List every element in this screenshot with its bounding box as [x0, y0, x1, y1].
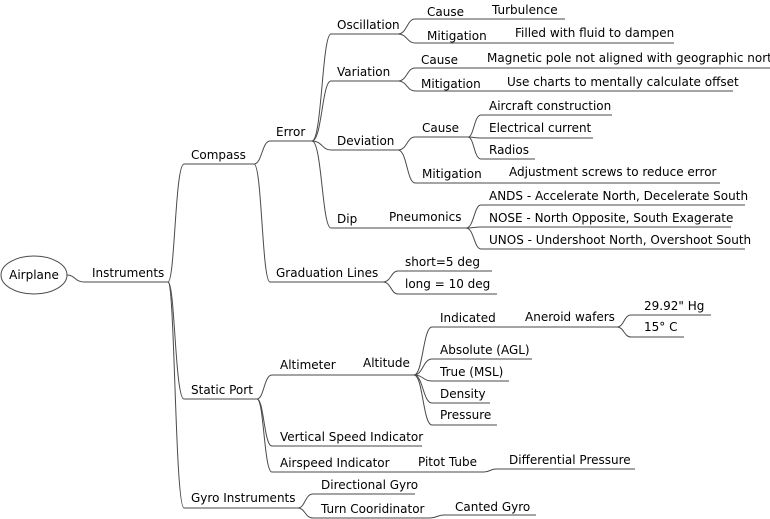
node-short-deg[interactable]: short=5 deg: [405, 255, 480, 269]
node-instruments[interactable]: Instruments: [92, 266, 164, 280]
node-turbulence[interactable]: Turbulence: [491, 3, 558, 17]
connector: [382, 281, 399, 295]
node-canted-gyro[interactable]: Canted Gyro: [455, 500, 530, 514]
connector: [297, 507, 314, 519]
node-aircraft-construction[interactable]: Aircraft construction: [489, 99, 611, 113]
node-altimeter[interactable]: Altimeter: [280, 358, 336, 372]
node-oscillation-mitigation[interactable]: Mitigation: [427, 29, 487, 43]
connector: [311, 140, 332, 229]
connector: [413, 374, 433, 426]
node-radios[interactable]: Radios: [489, 143, 529, 157]
node-aneroid-wafers[interactable]: Aneroid wafers: [525, 310, 615, 324]
connector: [616, 326, 632, 338]
connector: [413, 326, 433, 376]
node-indicated[interactable]: Indicated: [440, 311, 496, 325]
node-electrical-current[interactable]: Electrical current: [489, 121, 592, 135]
node-compass[interactable]: Compass: [191, 148, 246, 162]
node-absolute-agl[interactable]: Absolute (AGL): [440, 343, 530, 357]
node-oscillation[interactable]: Oscillation: [337, 18, 400, 32]
connector: [397, 136, 416, 151]
node-pressure[interactable]: Pressure: [440, 408, 491, 422]
connector: [311, 33, 332, 142]
connector: [256, 398, 273, 473]
connector: [413, 358, 433, 376]
node-deviation-mitigation[interactable]: Mitigation: [422, 167, 482, 181]
connector: [397, 67, 416, 82]
node-pitot-tube[interactable]: Pitot Tube: [418, 455, 477, 469]
connector: [167, 281, 185, 509]
node-static-port[interactable]: Static Port: [191, 383, 253, 397]
node-variation[interactable]: Variation: [337, 65, 390, 79]
connector: [253, 140, 271, 165]
node-turn-coordinator[interactable]: Turn Cooridinator: [320, 502, 425, 516]
node-pneumonics[interactable]: Pneumonics: [389, 210, 461, 224]
connector: [397, 80, 416, 92]
node-ands[interactable]: ANDS - Accelerate North, Decelerate Sout…: [489, 189, 748, 203]
node-density[interactable]: Density: [440, 387, 486, 401]
node-use-charts[interactable]: Use charts to mentally calculate offset: [507, 75, 739, 89]
connector: [311, 80, 332, 142]
node-adjustment-screws[interactable]: Adjustment screws to reduce error: [509, 165, 717, 179]
connector: [397, 149, 416, 184]
node-long-deg[interactable]: long = 10 deg: [405, 277, 490, 291]
node-gyro-instruments[interactable]: Gyro Instruments: [191, 491, 296, 505]
node-oscillation-cause[interactable]: Cause: [427, 5, 464, 19]
node-true-msl[interactable]: True (MSL): [439, 365, 503, 379]
connector: [616, 314, 632, 328]
node-magnetic-pole[interactable]: Magnetic pole not aligned with geographi…: [487, 51, 770, 65]
node-variation-mitigation[interactable]: Mitigation: [421, 77, 481, 91]
connector: [467, 136, 482, 160]
node-airspeed-indicator[interactable]: Airspeed Indicator: [280, 456, 390, 470]
node-altitude[interactable]: Altitude: [363, 356, 410, 370]
node-29-92-hg[interactable]: 29.92" Hg: [644, 299, 704, 313]
node-deviation[interactable]: Deviation: [337, 134, 394, 148]
node-nose[interactable]: NOSE - North Opposite, South Exagerate: [489, 211, 733, 225]
node-error[interactable]: Error: [276, 125, 305, 139]
connector: [397, 33, 416, 44]
connector: [297, 493, 314, 509]
connector: [311, 140, 332, 151]
connector: [256, 374, 273, 400]
connector: [465, 204, 482, 229]
node-vertical-speed-indicator[interactable]: Vertical Speed Indicator: [280, 430, 423, 444]
node-dip[interactable]: Dip: [337, 212, 357, 226]
connector: [397, 18, 416, 35]
node-15-celsius[interactable]: 15° C: [644, 320, 677, 334]
connector: [429, 514, 445, 519]
connector: [483, 468, 497, 473]
node-unos[interactable]: UNOS - Undershoot North, Overshoot South: [489, 233, 751, 247]
node-differential-pressure[interactable]: Differential Pressure: [509, 453, 631, 467]
node-deviation-cause[interactable]: Cause: [422, 121, 459, 135]
node-variation-cause[interactable]: Cause: [421, 53, 458, 67]
connector: [66, 274, 85, 283]
connector: [467, 114, 482, 138]
connector: [382, 270, 399, 283]
node-airplane[interactable]: Airplane: [9, 268, 59, 282]
node-fluid-dampen[interactable]: Filled with fluid to dampen: [515, 26, 674, 40]
connector: [167, 163, 185, 283]
node-graduation-lines[interactable]: Graduation Lines: [276, 266, 378, 280]
connector: [253, 163, 271, 283]
node-directional-gyro[interactable]: Directional Gyro: [321, 478, 418, 492]
connector: [465, 227, 482, 250]
connector: [167, 281, 185, 400]
